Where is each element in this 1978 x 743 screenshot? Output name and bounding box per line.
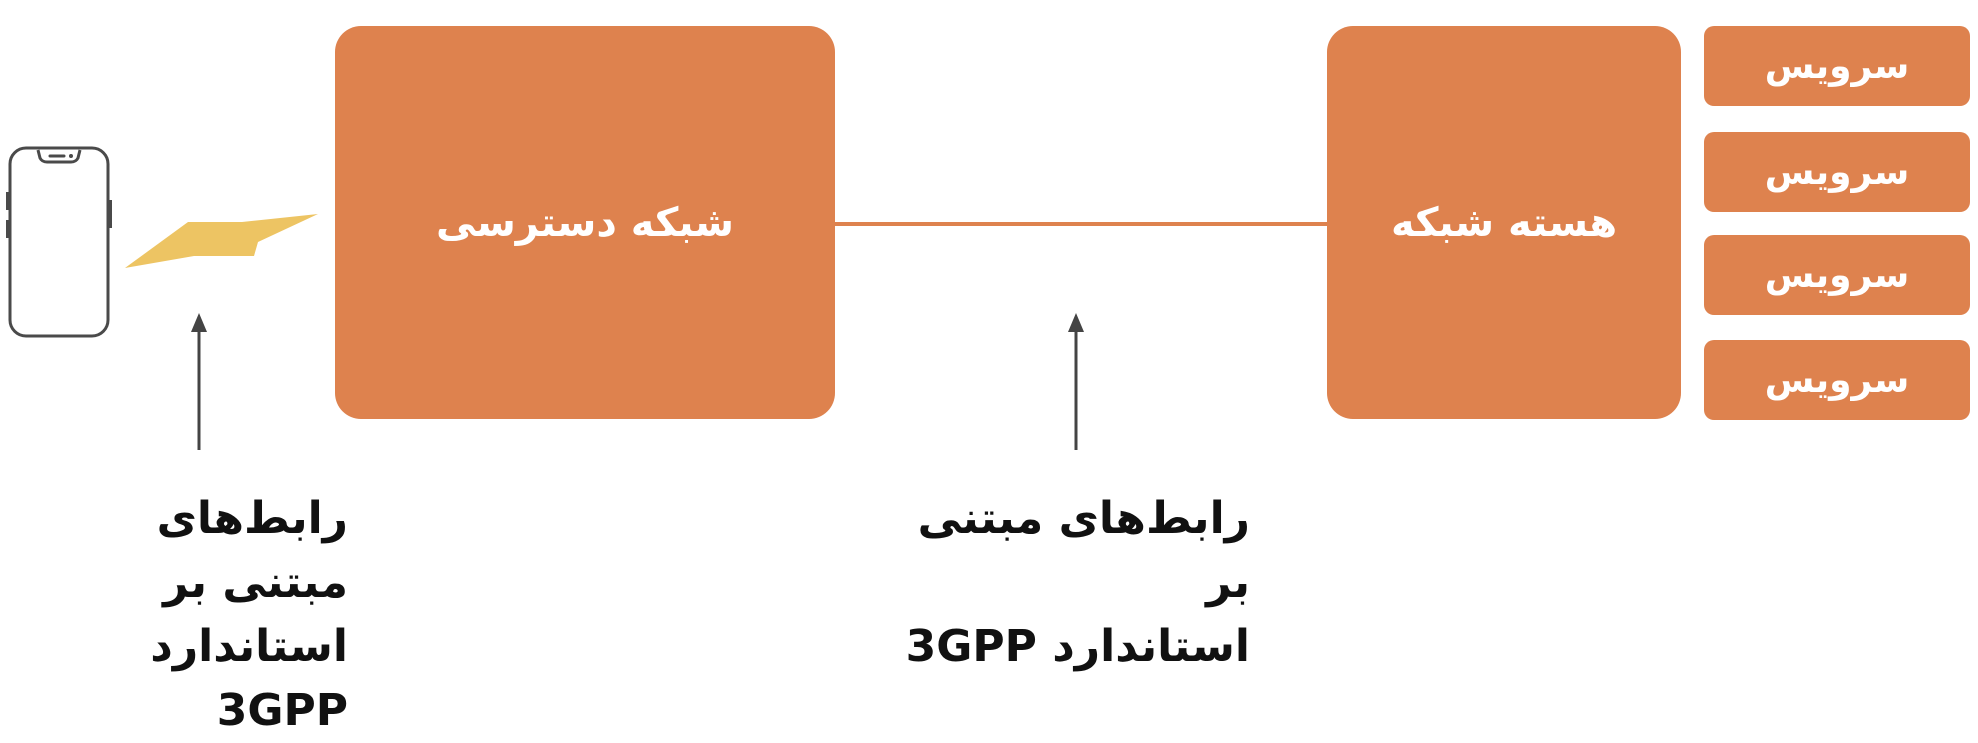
service-label: سرویس (1764, 254, 1910, 296)
annotation-line: رابط‌های مبتنی بر (917, 493, 1250, 608)
service-label: سرویس (1764, 151, 1910, 193)
arrow-up-icon (191, 313, 207, 450)
lightning-bolt-icon (125, 214, 318, 268)
core-network-label: هسته شبکه (1390, 199, 1618, 246)
service-label: سرویس (1764, 45, 1910, 87)
smartphone-icon (6, 146, 112, 338)
access-network-box: شبکه دسترسی (335, 26, 835, 419)
service-box: سرویس (1704, 235, 1970, 315)
annotation-line: استاندارد 3GPP (905, 621, 1250, 672)
service-label: سرویس (1764, 359, 1910, 401)
service-box: سرویس (1704, 340, 1970, 420)
service-box: سرویس (1704, 26, 1970, 106)
access-network-label: شبکه دسترسی (436, 199, 734, 246)
service-box: سرویس (1704, 132, 1970, 212)
core-network-box: هسته شبکه (1327, 26, 1681, 419)
diagram-canvas (6, 146, 1327, 450)
annotation-line: استاندارد 3GPP (150, 621, 348, 736)
annotation-core-interface: رابط‌های مبتنی بر استاندارد 3GPP (900, 487, 1250, 679)
arrow-up-icon (1068, 313, 1084, 450)
annotation-radio-interface: رابط‌های مبتنی بر استاندارد 3GPP (28, 487, 348, 743)
annotation-line: رابط‌های مبتنی بر (156, 493, 348, 608)
